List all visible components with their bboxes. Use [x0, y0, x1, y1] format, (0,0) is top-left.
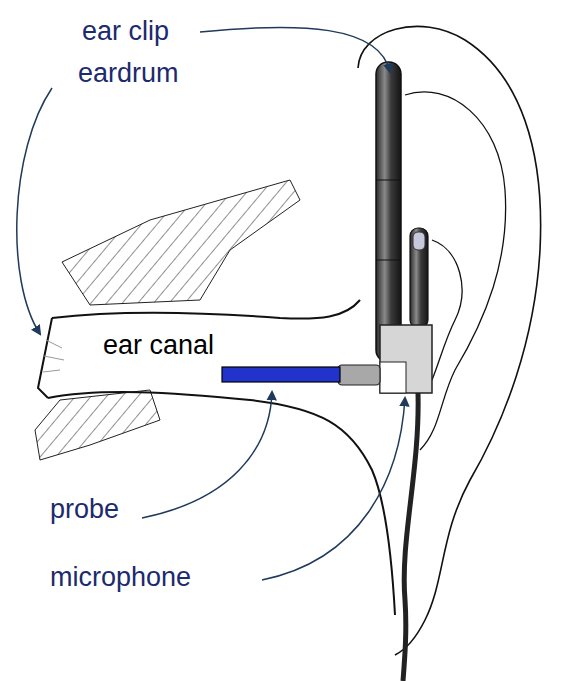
clip-segment — [376, 180, 401, 181]
probe-connector — [338, 365, 380, 385]
canal-wall — [52, 300, 360, 319]
part-label: ear canal — [103, 330, 214, 360]
clip-segment — [376, 260, 401, 261]
microphone-face — [380, 362, 406, 393]
canal-wall — [48, 392, 395, 615]
eardrum-shape — [38, 318, 52, 398]
part-label: ear clip — [82, 16, 169, 46]
bone-hatch — [62, 180, 300, 305]
part-label: probe — [50, 494, 119, 524]
ear-clip-body — [376, 62, 401, 362]
side-cylinder — [410, 228, 428, 328]
leader-arrow — [142, 392, 272, 518]
side-cap — [413, 232, 425, 250]
concha-line — [432, 240, 462, 380]
eardrum-shade — [43, 340, 64, 372]
microphone-housing — [380, 325, 432, 393]
leader-arrow — [17, 88, 52, 334]
ear-outline — [358, 26, 541, 655]
probe-tube — [222, 367, 340, 382]
part-label: eardrum — [78, 58, 179, 88]
leader-arrow — [200, 27, 390, 72]
leader-arrow — [262, 398, 405, 580]
cable — [403, 393, 418, 681]
part-label: microphone — [50, 562, 191, 592]
bone-hatch — [35, 390, 160, 460]
